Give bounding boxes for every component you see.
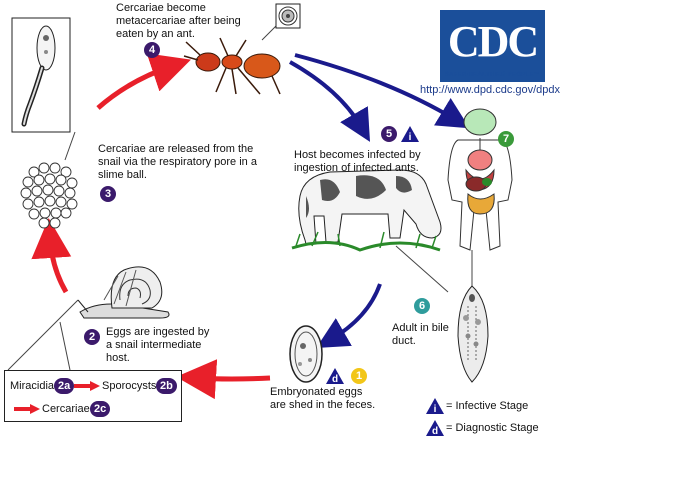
step-2b-label: Sporocysts (102, 380, 157, 392)
legend-infective-text: = Infective Stage (446, 400, 529, 412)
svg-text:d: d (432, 426, 438, 436)
step-4-badge: 4 (144, 42, 160, 58)
infective-stage-marker: i (401, 126, 419, 142)
arrow-ant-to-human (294, 53, 470, 129)
cdc-logo[interactable]: CDC (440, 10, 545, 82)
human-icon (447, 108, 513, 251)
cdc-logo-letters: CDC (447, 17, 539, 66)
cercaria-icon (11, 17, 71, 133)
step-4-text: Cercariae become metacercariae after bei… (116, 2, 241, 40)
step-1-badge: 1 (351, 368, 367, 384)
snail-icon (77, 266, 170, 319)
arrow-fluke-to-egg (316, 283, 382, 349)
legend-infective-icon: i (426, 398, 444, 414)
cdc-tagline: SAFER·HEALTHIER·PEOPLE™ (444, 72, 541, 78)
step-6-text: Adult in bile duct. (392, 322, 449, 347)
step-2a-badge: 2a (54, 378, 75, 394)
legend-diagnostic-icon: d (426, 420, 444, 436)
adult-fluke-icon (457, 285, 489, 383)
legend-diagnostic-text: = Diagnostic Stage (446, 422, 539, 434)
source-url-link[interactable]: http://www.dpd.cdc.gov/dpdx (420, 84, 561, 96)
step-1-text: Embryonated eggs are shed in the feces. (270, 386, 376, 411)
step-2a-label: Miracidia (10, 380, 55, 392)
arrow-cercaria-to-ant (96, 53, 191, 110)
step-2-text: Eggs are ingested by a snail intermediat… (106, 326, 210, 364)
step-2c-badge: 2c (90, 401, 111, 417)
ant-icon (183, 37, 281, 95)
step-3-text: Cercariae are released from the snail vi… (98, 143, 257, 181)
slime-ball-icon (20, 162, 78, 229)
step-7-badge: 7 (498, 131, 514, 147)
arrow-eggs-to-snail (176, 359, 271, 400)
step-2-badge: 2 (84, 329, 100, 345)
svg-text:i: i (434, 404, 437, 414)
diagnostic-stage-marker: d (326, 368, 344, 384)
step-3-badge: 3 (100, 186, 116, 202)
step-6-badge: 6 (414, 298, 430, 314)
arrow-miracidia-to-sporocysts (74, 381, 100, 391)
arrow-ant-to-cow (289, 60, 371, 142)
step-5-badge: 5 (381, 126, 397, 142)
arrow-sporocysts-to-cercariae (14, 404, 40, 414)
svg-text:d: d (332, 374, 338, 384)
egg-icon (289, 325, 323, 383)
metacercaria-icon (275, 3, 301, 29)
svg-text:i: i (409, 132, 412, 142)
cow-icon (291, 169, 442, 252)
arrow-snail-to-slimeball (31, 218, 72, 294)
step-2b-badge: 2b (156, 378, 177, 394)
step-5-text: Host becomes infected by ingestion of in… (294, 149, 421, 174)
step-2c-label: Cercariae (42, 403, 90, 415)
